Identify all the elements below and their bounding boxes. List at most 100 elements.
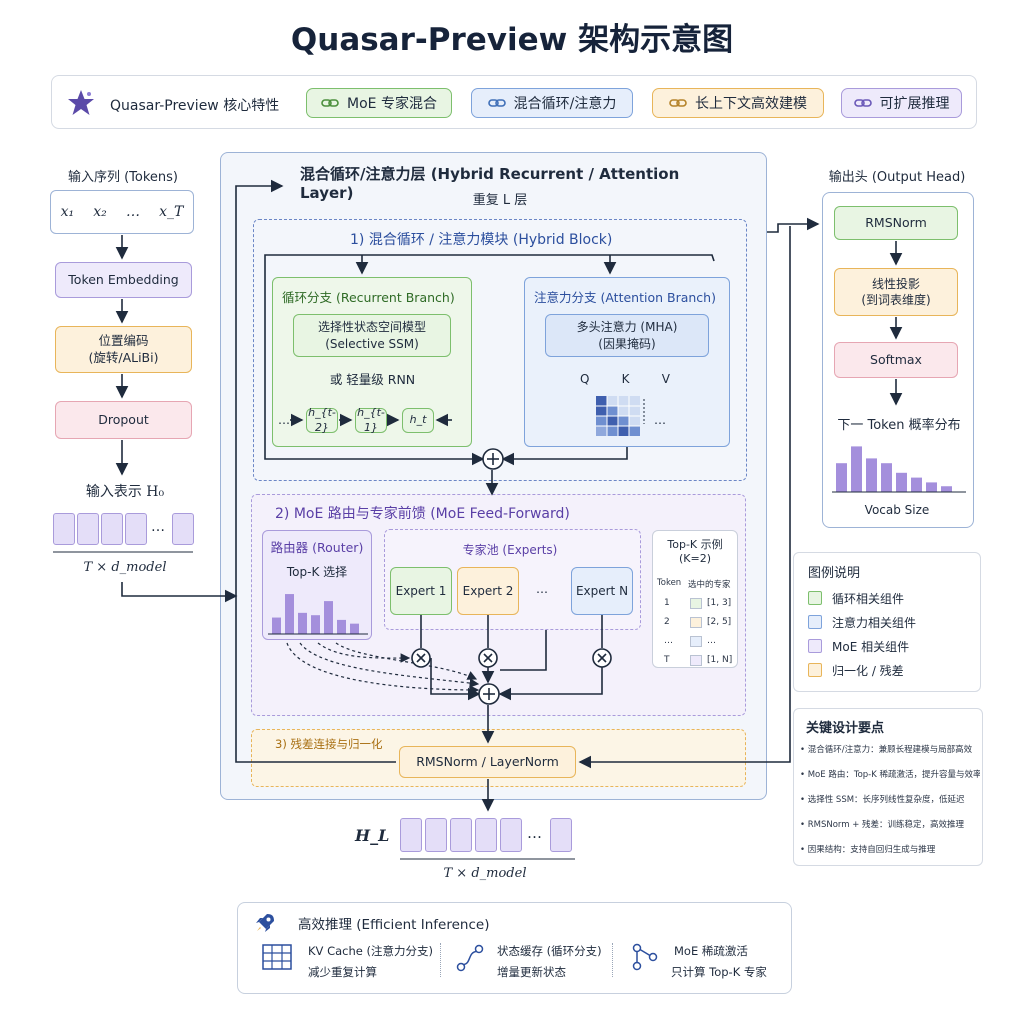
router-bar-4	[311, 615, 320, 634]
router-bar-7	[350, 623, 359, 634]
chip-hybrid-label: 混合循环/注意力	[513, 96, 617, 112]
topk-header-token: Token	[657, 578, 682, 588]
legend-swatch	[808, 639, 822, 653]
link-icon	[853, 99, 872, 107]
page-title: Quasar-Preview 架构示意图	[290, 22, 734, 58]
legend-swatch	[808, 663, 822, 677]
key-point-item: • 选择性 SSM：长序列线性复杂度，低延迟	[800, 795, 965, 805]
k-label: K	[621, 372, 630, 386]
router-subtitle: Top-K 选择	[286, 565, 348, 579]
moe-block-title: 2) MoE 路由与专家前馈 (MoE Feed-Forward)	[275, 506, 570, 522]
key-point-item: • RMSNorm + 残差：训练稳定，高效推理	[800, 820, 965, 830]
light-rnn-label: 或 轻量级 RNN	[329, 372, 416, 387]
vocab-size-label: Vocab Size	[864, 503, 930, 517]
recurrent-branch-title: 循环分支 (Recurrent Branch)	[282, 290, 455, 305]
legend-label: 循环相关组件	[832, 592, 905, 606]
link-icon	[669, 99, 687, 107]
moe-network-icon	[630, 942, 660, 976]
token-xT: x_T	[159, 204, 184, 220]
topk-row-experts: [2, 5]	[707, 617, 732, 627]
topk-row-swatch	[690, 636, 702, 647]
chip-long-context: 长上下文高效建模	[652, 88, 824, 118]
router-chart	[268, 594, 368, 635]
distribution-bar-6	[911, 477, 922, 492]
grid-table-icon	[262, 944, 292, 974]
token-x2: x₂	[93, 204, 107, 220]
chip-hybrid: 混合循环/注意力	[471, 88, 633, 118]
token-sequence-box: x₁ x₂ … x_T	[50, 190, 194, 234]
legend-title: 图例说明	[808, 566, 861, 581]
chip-long-context-label: 长上下文高效建模	[695, 96, 807, 112]
topk-row-token: T	[664, 655, 670, 665]
key-points-title: 关键设计要点	[806, 721, 885, 736]
expert-ellipsis: …	[536, 582, 548, 596]
distribution-bar-2	[851, 446, 862, 492]
legend-swatch	[808, 615, 822, 629]
router-title: 路由器 (Router)	[270, 540, 364, 555]
state-cache-title: 状态缓存 (循环分支)	[497, 944, 602, 958]
kv-cache-title: KV Cache (注意力分支)	[308, 944, 433, 958]
repeat-layers: 重复 L 层	[472, 193, 528, 208]
topk-title: Top-K 示例 (K=2)	[667, 538, 723, 566]
topk-row-swatch	[690, 617, 702, 628]
feature-bar-label: Quasar-Preview 核心特性	[110, 98, 280, 114]
chip-moe: MoE 专家混合	[306, 88, 452, 118]
chip-scalable: 可扩展推理	[841, 88, 962, 118]
distribution-bar-8	[941, 486, 952, 492]
state-h-t: h_t	[402, 408, 434, 433]
dropout: Dropout	[55, 401, 192, 439]
legend	[793, 552, 981, 692]
input-dims: T × d_model	[83, 560, 167, 575]
link-icon	[321, 99, 339, 107]
attention-branch-title: 注意力分支 (Attention Branch)	[534, 290, 716, 305]
link-icon	[487, 99, 506, 107]
distribution-chart	[832, 446, 966, 493]
token-x1: x₁	[60, 204, 75, 220]
inference-title: 高效推理 (Efficient Inference)	[298, 917, 490, 933]
multi-head-attention: 多头注意力 (MHA) (因果掩码)	[545, 314, 709, 357]
distribution-bar-4	[881, 463, 892, 492]
q-label: Q	[580, 372, 590, 386]
topk-row-token: 2	[664, 617, 670, 627]
hybrid-block-title: 1) 混合循环 / 注意力模块 (Hybrid Block)	[350, 232, 613, 248]
legend-swatch	[808, 591, 822, 605]
topk-header-experts: 选中的专家	[688, 580, 731, 590]
output-repr-vectors: …	[400, 818, 575, 852]
input-repr-vectors: …	[53, 513, 194, 545]
legend-label: MoE 相关组件	[832, 640, 910, 654]
softmax: Softmax	[834, 342, 958, 378]
kv-cache-sub: 减少重复计算	[308, 965, 377, 979]
efficient-inference	[237, 902, 792, 994]
distribution-bar-7	[926, 482, 937, 492]
qkv-labels: Q K V	[580, 372, 670, 386]
head-title: 输出头 (Output Head)	[828, 170, 966, 185]
star-icon	[66, 88, 96, 118]
expert-1: Expert 1	[390, 567, 452, 615]
key-point-item: • 因果结构：支持自回归生成与推理	[800, 845, 936, 855]
legend-label: 归一化 / 残差	[832, 664, 904, 678]
expert-pool-title: 专家池 (Experts)	[462, 543, 558, 557]
legend-label: 注意力相关组件	[832, 616, 917, 630]
token-ellipsis: …	[125, 204, 140, 220]
chip-moe-label: MoE 专家混合	[347, 96, 437, 112]
router-bar-3	[298, 612, 307, 634]
output-repr-label: H_L	[355, 826, 390, 845]
input-title: 输入序列 (Tokens)	[67, 170, 179, 185]
key-point-item: • 混合循环/注意力：兼顾长程建模与局部高效	[800, 745, 973, 755]
router-bar-5	[324, 601, 333, 634]
causal-mask-grid	[596, 396, 642, 442]
chip-scalable-label: 可扩展推理	[879, 96, 950, 112]
topk-row-experts: [1, N]	[707, 655, 733, 665]
moe-sparse-title: MoE 稀疏激活	[674, 944, 748, 958]
distribution-bar-3	[866, 458, 877, 492]
topk-row-experts: …	[707, 636, 716, 646]
expert-2: Expert 2	[457, 567, 519, 615]
moe-sparse-sub: 只计算 Top-K 专家	[671, 965, 767, 979]
key-point-item: • MoE 路由：Top-K 稀疏激活，提升容量与效率	[800, 770, 980, 780]
router-bar-1	[272, 617, 281, 634]
input-repr-label: 输入表示 H₀	[85, 484, 165, 500]
key-points	[793, 708, 983, 866]
state-cache-sub: 增量更新状态	[497, 965, 566, 979]
topk-row-token: 1	[664, 598, 670, 608]
router-bar-2	[285, 594, 294, 634]
